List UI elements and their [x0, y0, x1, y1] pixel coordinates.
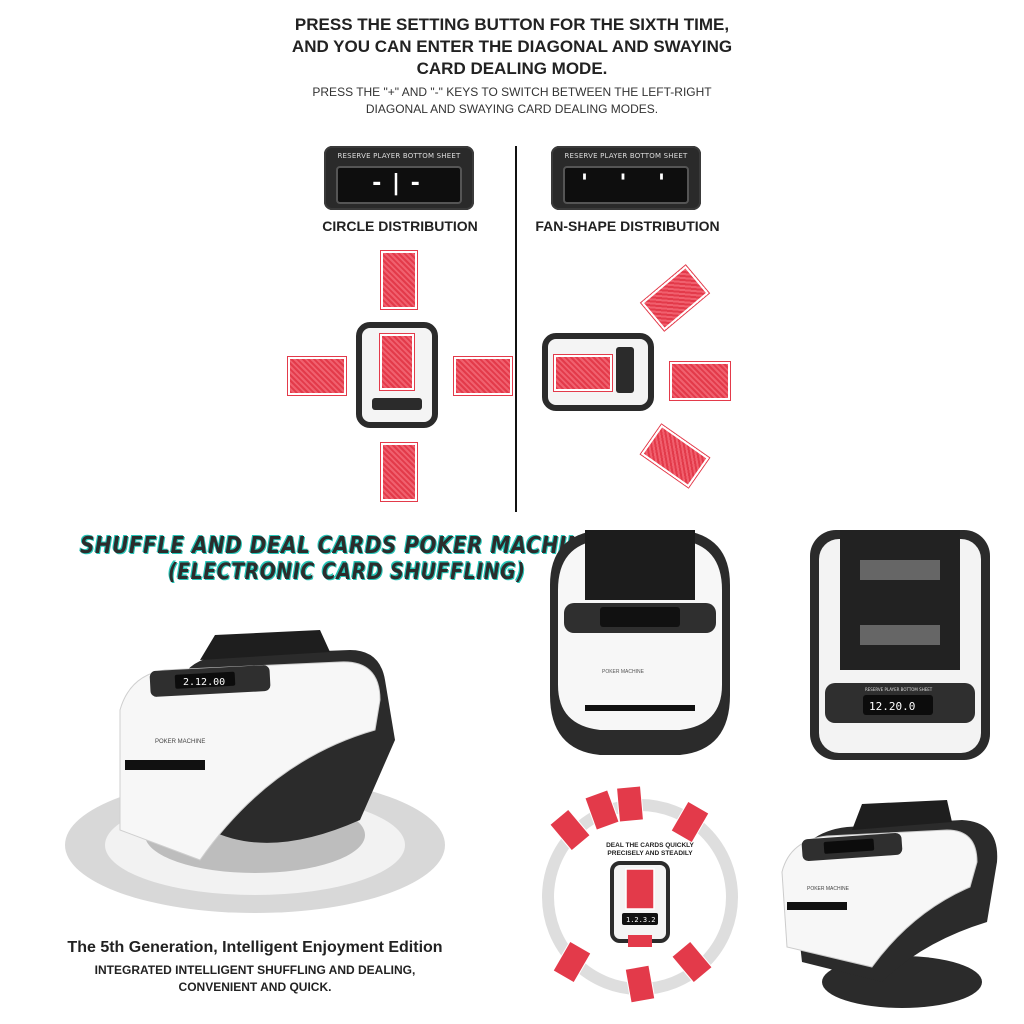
back-card-well: [840, 530, 960, 670]
front-card-exit: [585, 705, 695, 711]
machine-logo-text: POKER MACHINE: [155, 739, 205, 745]
machine-mini-display-vertical: [616, 347, 634, 393]
angled-card-slot: [852, 800, 952, 830]
card-top: [381, 251, 417, 309]
circle-mode-display: RESERVE PLAYER BOTTOM SHEET -|-: [324, 146, 474, 210]
angled-machine-illustration: POKER MACHINE: [781, 800, 998, 1008]
front-screen: [600, 607, 680, 627]
brand-subtitle: (ELECTRONIC CARD SHUFFLING): [168, 559, 526, 585]
angled-card-exit: [787, 902, 847, 910]
back-rollers-upper: [860, 560, 940, 580]
card-fan-upper: [641, 265, 709, 331]
front-machine-illustration: POKER MACHINE: [550, 530, 730, 755]
back-screen-text: 12.20.0: [869, 700, 915, 713]
dealing-circle-diagram: 1.2.3.2: [542, 785, 738, 1004]
main-machine-illustration: 2.12.00 POKER MACHINE: [65, 630, 445, 913]
front-card-well: [585, 530, 695, 600]
back-rollers-lower: [860, 625, 940, 645]
machine-body-white: [119, 661, 381, 861]
instruction-title: PRESS THE SETTING BUTTON FOR THE SIXTH T…: [291, 15, 733, 78]
section-divider: [515, 146, 517, 512]
fan-distribution-label: FAN-SHAPE DISTRIBUTION: [535, 218, 720, 234]
dealt-card-7: [671, 940, 713, 984]
circle-distribution-label: CIRCLE DISTRIBUTION: [322, 218, 478, 234]
machine-screen-text: 2.12.00: [183, 677, 225, 688]
machine-top-view-circle: [356, 322, 438, 428]
card-in-machine: [380, 334, 414, 390]
dealt-card-3: [616, 785, 644, 823]
card-right: [454, 357, 512, 395]
machine-card-exit: [125, 760, 205, 770]
machine-card-slot: [200, 630, 330, 660]
instruction-subtitle: PRESS THE "+" AND "-" KEYS TO SWITCH BET…: [312, 85, 712, 116]
back-panel-label: RESERVE PLAYER BOTTOM SHEET: [865, 687, 933, 692]
dealt-card-5: [552, 940, 592, 984]
back-screen: [863, 695, 933, 715]
brand-title: SHUFFLE AND DEAL CARDS POKER MACHINE: [80, 531, 599, 559]
edition-title: The 5th Generation, Intelligent Enjoymen…: [67, 939, 443, 956]
front-logo-text: POKER MACHINE: [602, 669, 645, 675]
card-fan-middle: [670, 362, 730, 400]
back-machine-illustration: 12.20.0 RESERVE PLAYER BOTTOM SHEET: [810, 530, 990, 760]
machine-mini-display: [372, 398, 422, 410]
angled-screen: [823, 838, 875, 854]
card-left: [288, 357, 346, 395]
machine-top-view-fan: [542, 333, 654, 411]
card-in-fan-machine: [554, 355, 612, 391]
card-bottom: [381, 443, 417, 501]
card-fan-lower: [640, 424, 710, 488]
dealt-card-6: [624, 964, 656, 1004]
machine-screen: [174, 671, 236, 689]
dealt-card-2: [584, 789, 620, 831]
dealt-card-1: [549, 808, 591, 852]
fan-mode-display: RESERVE PLAYER BOTTOM SHEET ' ' ': [551, 146, 701, 210]
angled-logo-text: POKER MACHINE: [807, 886, 850, 892]
deal-caption: DEAL THE CARDS QUICKLY PRECISELY AND STE…: [606, 842, 694, 857]
dealing-machine-card: [625, 868, 655, 910]
dealing-machine-screen: [622, 913, 658, 925]
dealt-card-bottom-center: [628, 935, 652, 947]
edition-subtitle: INTEGRATED INTELLIGENT SHUFFLING AND DEA…: [94, 963, 416, 994]
dealing-screen-text: 1.2.3.2: [626, 916, 656, 924]
dealt-card-4: [670, 800, 710, 844]
